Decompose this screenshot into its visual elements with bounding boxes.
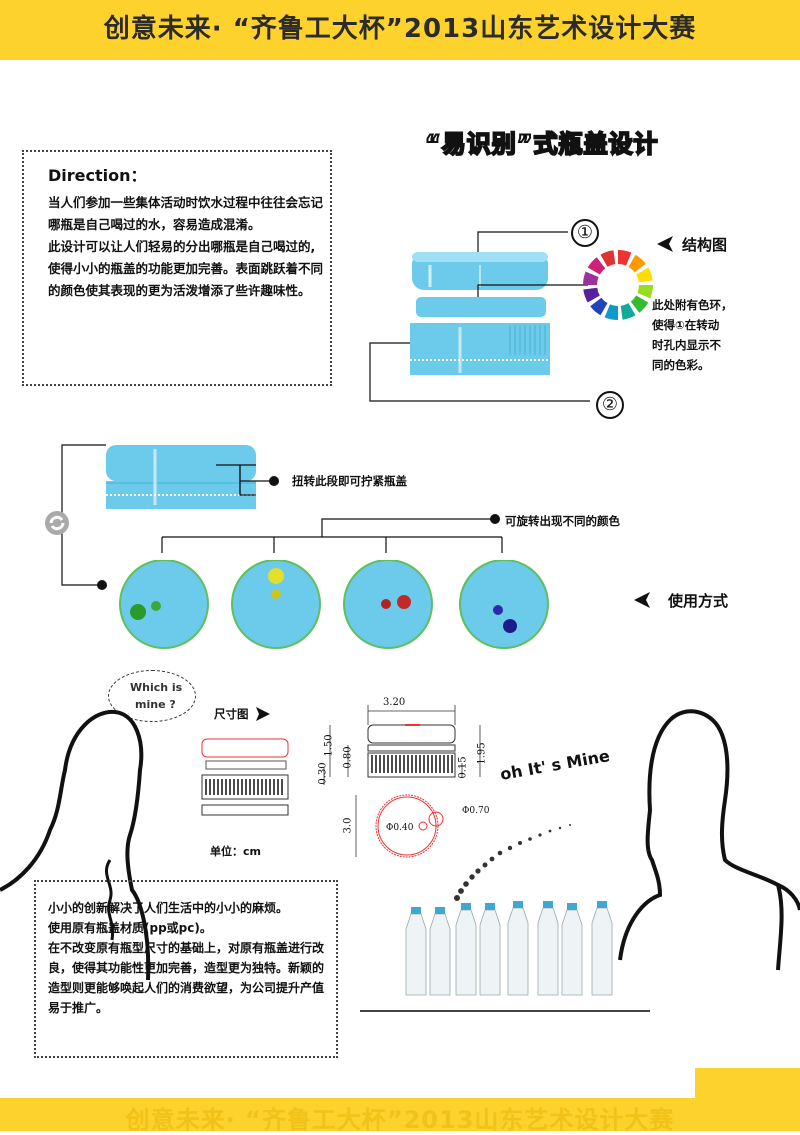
cap-middle-ring: [416, 297, 546, 317]
structure-note-line: 时孔内显示不: [652, 338, 721, 352]
exclaim-text: oh It' s Mine: [498, 746, 612, 784]
color-dot: [268, 568, 284, 584]
dim-top-height: 1.50: [323, 734, 335, 757]
structure-diagram: [369, 231, 653, 402]
arrow-right-icon: [256, 706, 270, 721]
cap-top-views-svg: [119, 559, 549, 649]
color-dot: [397, 595, 411, 609]
dim-total-height: 1.95: [476, 742, 488, 765]
cap-top-view: [459, 559, 549, 649]
water-bottle: [561, 903, 583, 996]
water-bottle: [479, 903, 501, 996]
direction-title: Direction：: [48, 166, 147, 185]
bottom-banner-title: 创意未来· “齐鲁工大杯”2013山东艺术设计大赛: [125, 1106, 675, 1134]
structure-note-line: 此处附有色环，: [652, 298, 733, 312]
bottles-svg: [405, 901, 613, 996]
dim-small: 0.15: [457, 756, 469, 779]
arrow-left-icon: [634, 592, 650, 608]
water-bottle: [405, 907, 427, 996]
water-bottle: [507, 901, 529, 996]
twist-note: 扭转此段即可拧紧瓶盖: [292, 474, 407, 488]
color-dot: [130, 604, 146, 620]
design-title: “易识别”式瓶盖设计: [424, 129, 659, 159]
color-dot: [493, 605, 503, 615]
marker-1: ①: [571, 219, 599, 247]
direction-paragraph-2: 此设计可以让人们轻易的分出哪瓶是自己喝过的,使得小小的瓶盖的功能更加完善。表面跳…: [48, 239, 324, 298]
dim-mid-height: 0.80: [342, 746, 354, 769]
bottom-banner: [0, 1098, 800, 1131]
cap-top-view: [231, 559, 321, 649]
summary-box: [34, 880, 338, 1058]
dim-gap: 0.30: [317, 762, 329, 785]
water-bottle: [455, 903, 477, 996]
woman-silhouette: [0, 709, 151, 981]
dimension-drawing: [323, 705, 481, 858]
speech-line-2: mine ?: [135, 698, 176, 711]
dot-trail: [454, 824, 571, 901]
bottom-banner-tab: [695, 1068, 800, 1098]
banner-title: 创意未来· “齐鲁工大杯”2013山东艺术设计大赛: [103, 14, 697, 44]
cap-top-side: [106, 445, 256, 481]
usage-label: 使用方式: [668, 592, 729, 610]
dimension-label: 尺寸图: [214, 707, 249, 721]
color-dot: [503, 619, 517, 633]
summary-line: 小小的创新解决了人们生活中的小小的麻烦。: [48, 901, 289, 915]
summary-text: 小小的创新解决了人们生活中的小小的麻烦。 使用原有瓶盖材质(pp或pc)。 在不…: [48, 898, 333, 1018]
dim-width: 3.20: [383, 697, 406, 708]
direction-text: 当人们参加一些集体活动时饮水过程中往往会忘记哪瓶是自己喝过的水，容易造成混淆。 …: [48, 192, 323, 302]
color-note: 可旋转出现不同的颜色: [505, 514, 620, 528]
cap-bottom-part: [410, 323, 550, 375]
color-dot: [381, 599, 391, 609]
color-wheel-icon: [583, 250, 653, 320]
dim-hole-small: Φ0.40: [386, 823, 414, 833]
direction-box: [22, 150, 332, 386]
structure-label: 结构图: [682, 236, 728, 254]
structure-note-line: 同的色彩。: [652, 358, 710, 372]
table-line: [360, 1010, 650, 1012]
water-bottle: [591, 901, 613, 996]
arrow-left-icon: [657, 236, 673, 252]
summary-line: 在不改变原有瓶型尺寸的基础上，对原有瓶盖进行改良，使得其功能性更加完善，造型更为…: [48, 941, 325, 1015]
structure-note-line: 使得①在转动: [652, 318, 720, 332]
water-bottle: [537, 901, 559, 996]
bottles-row: [400, 895, 630, 1005]
color-dot: [151, 601, 161, 611]
direction-paragraph-1: 当人们参加一些集体活动时饮水过程中往往会忘记哪瓶是自己喝过的水，容易造成混淆。: [48, 195, 324, 232]
man-silhouette: [618, 709, 800, 971]
usage-diagram: [61, 444, 503, 590]
speech-bubble: [108, 670, 196, 722]
cap-top-views: [118, 559, 558, 650]
unit-label: 单位：cm: [210, 845, 261, 858]
color-dot: [271, 589, 281, 599]
speech-line-1: Which is: [130, 681, 183, 694]
structure-note: 此处附有色环， 使得①在转动 时孔内显示不 同的色彩。: [652, 295, 792, 375]
top-banner-notch: [107, 60, 800, 88]
summary-line: 使用原有瓶盖材质(pp或pc)。: [48, 921, 212, 935]
top-banner: [0, 0, 800, 60]
dim-hole-large: Φ0.70: [462, 806, 490, 816]
water-bottle: [429, 907, 451, 996]
rotate-icon: [44, 510, 70, 536]
marker-2: ②: [596, 391, 624, 419]
dimension-sketch-small: [201, 738, 289, 816]
cap-top-view: [119, 559, 209, 649]
dim-diameter: 3.0: [342, 817, 354, 834]
